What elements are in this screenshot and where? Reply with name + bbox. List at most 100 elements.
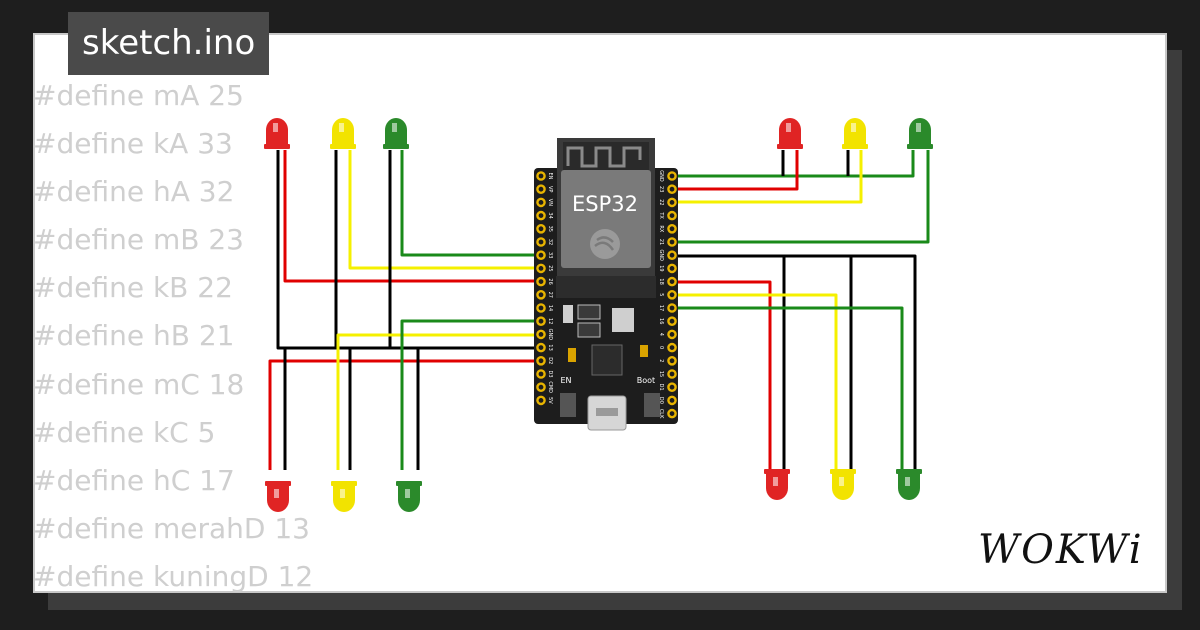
pin-33[interactable] — [536, 250, 546, 260]
wire-red — [283, 150, 541, 283]
led-yellow — [830, 469, 856, 500]
wire-green — [672, 150, 915, 178]
code-line: #define hB 21 — [33, 319, 235, 353]
pin-d1[interactable] — [667, 382, 677, 393]
led-red — [777, 118, 803, 149]
pin-22[interactable] — [667, 197, 677, 208]
led-yellow — [330, 118, 356, 149]
pin-label: 16 — [658, 318, 664, 324]
pin-label: CLK — [658, 409, 664, 419]
en-button-label: EN — [560, 376, 571, 385]
pin-label: 21 — [658, 239, 664, 245]
pin-tx[interactable] — [667, 210, 677, 221]
pin-label: 15 — [658, 371, 664, 377]
code-line: #define kC 5 — [33, 415, 216, 449]
led-red — [265, 481, 291, 512]
pin-18[interactable] — [667, 276, 677, 287]
pin-vn[interactable] — [536, 197, 546, 208]
pin-label: VP — [547, 186, 553, 192]
pin-label: D2 — [547, 357, 553, 364]
pin-label: 35 — [547, 226, 553, 232]
pin-label: 5V — [547, 397, 553, 404]
boot-button-label: Boot — [637, 376, 655, 385]
pin-23[interactable] — [667, 184, 677, 194]
pin-label: VN — [547, 199, 553, 206]
pin-label: 19 — [658, 265, 664, 271]
wire-red — [672, 150, 799, 191]
pin-gnd[interactable] — [536, 329, 546, 340]
pin-19[interactable] — [667, 263, 677, 274]
pin-label: TX — [658, 211, 664, 219]
pin-5v[interactable] — [536, 395, 546, 406]
led-yellow — [331, 481, 357, 512]
pin-label: 23 — [658, 186, 664, 192]
wire-green — [672, 306, 904, 470]
pin-0[interactable] — [667, 342, 677, 353]
pin-label: 33 — [547, 252, 553, 258]
pin-rx[interactable] — [667, 223, 677, 234]
pin-cmd[interactable] — [536, 382, 546, 393]
code-line: #define mC 18 — [33, 367, 245, 401]
pin-clk[interactable] — [667, 408, 677, 419]
pin-13[interactable] — [536, 342, 546, 353]
pin-label: 32 — [547, 239, 553, 245]
led-green — [907, 118, 933, 149]
wire-red — [268, 359, 541, 470]
pin-label: EN — [547, 173, 553, 180]
pin-5[interactable] — [667, 289, 677, 300]
esp32-label: ESP32 — [572, 192, 638, 216]
pin-label: D3 — [547, 370, 553, 377]
pin-12[interactable] — [536, 316, 546, 327]
pin-label: GND — [658, 170, 664, 182]
led-green — [896, 469, 922, 500]
led-green — [396, 481, 422, 512]
pin-label: 5 — [658, 293, 664, 296]
wire-green — [672, 150, 930, 244]
wire-green — [400, 150, 541, 257]
code-line: #define hC 17 — [33, 463, 235, 497]
pin-label: 12 — [547, 318, 553, 324]
leds — [264, 118, 933, 512]
pin-gnd[interactable] — [667, 250, 677, 260]
pin-16[interactable] — [667, 316, 677, 327]
pin-2[interactable] — [667, 355, 677, 366]
pin-17[interactable] — [667, 303, 677, 313]
pin-4[interactable] — [667, 329, 677, 340]
pin-15[interactable] — [667, 369, 677, 379]
pin-gnd[interactable] — [667, 171, 677, 181]
pin-label: 34 — [547, 212, 553, 218]
pin-d0[interactable] — [667, 395, 677, 406]
pin-label: RX — [658, 225, 664, 232]
pin-en[interactable] — [536, 171, 546, 181]
wokwi-logo: WOKWi — [978, 527, 1144, 573]
wire-yellow — [336, 333, 541, 470]
wire-yellow — [672, 150, 863, 204]
pin-27[interactable] — [536, 289, 546, 300]
esp32-board[interactable]: ESP32 EN Boot ENVPVN343532332526271412GN… — [534, 138, 678, 431]
pin-label: 2 — [658, 359, 664, 362]
pin-26[interactable] — [536, 276, 546, 287]
pin-vp[interactable] — [536, 184, 546, 194]
wire-black — [672, 254, 917, 470]
pin-35[interactable] — [536, 223, 546, 234]
pin-d2[interactable] — [536, 355, 546, 366]
pin-d3[interactable] — [536, 369, 546, 379]
pin-32[interactable] — [536, 237, 546, 247]
pin-label: D1 — [658, 384, 664, 391]
pin-label: GND — [547, 329, 553, 341]
code-line: #define merahD 13 — [33, 511, 310, 545]
pin-34[interactable] — [536, 210, 546, 221]
wire-yellow — [672, 293, 838, 470]
wire-black — [276, 150, 541, 350]
pin-label: 18 — [658, 278, 664, 284]
wire-green — [400, 319, 541, 470]
pin-label: 14 — [547, 305, 553, 311]
code-line: #define mB 23 — [33, 223, 244, 257]
pin-14[interactable] — [536, 303, 546, 313]
file-tab[interactable]: sketch.ino — [68, 12, 270, 75]
pin-label: D0 — [658, 397, 664, 404]
pin-21[interactable] — [667, 237, 677, 247]
pin-25[interactable] — [536, 263, 546, 274]
